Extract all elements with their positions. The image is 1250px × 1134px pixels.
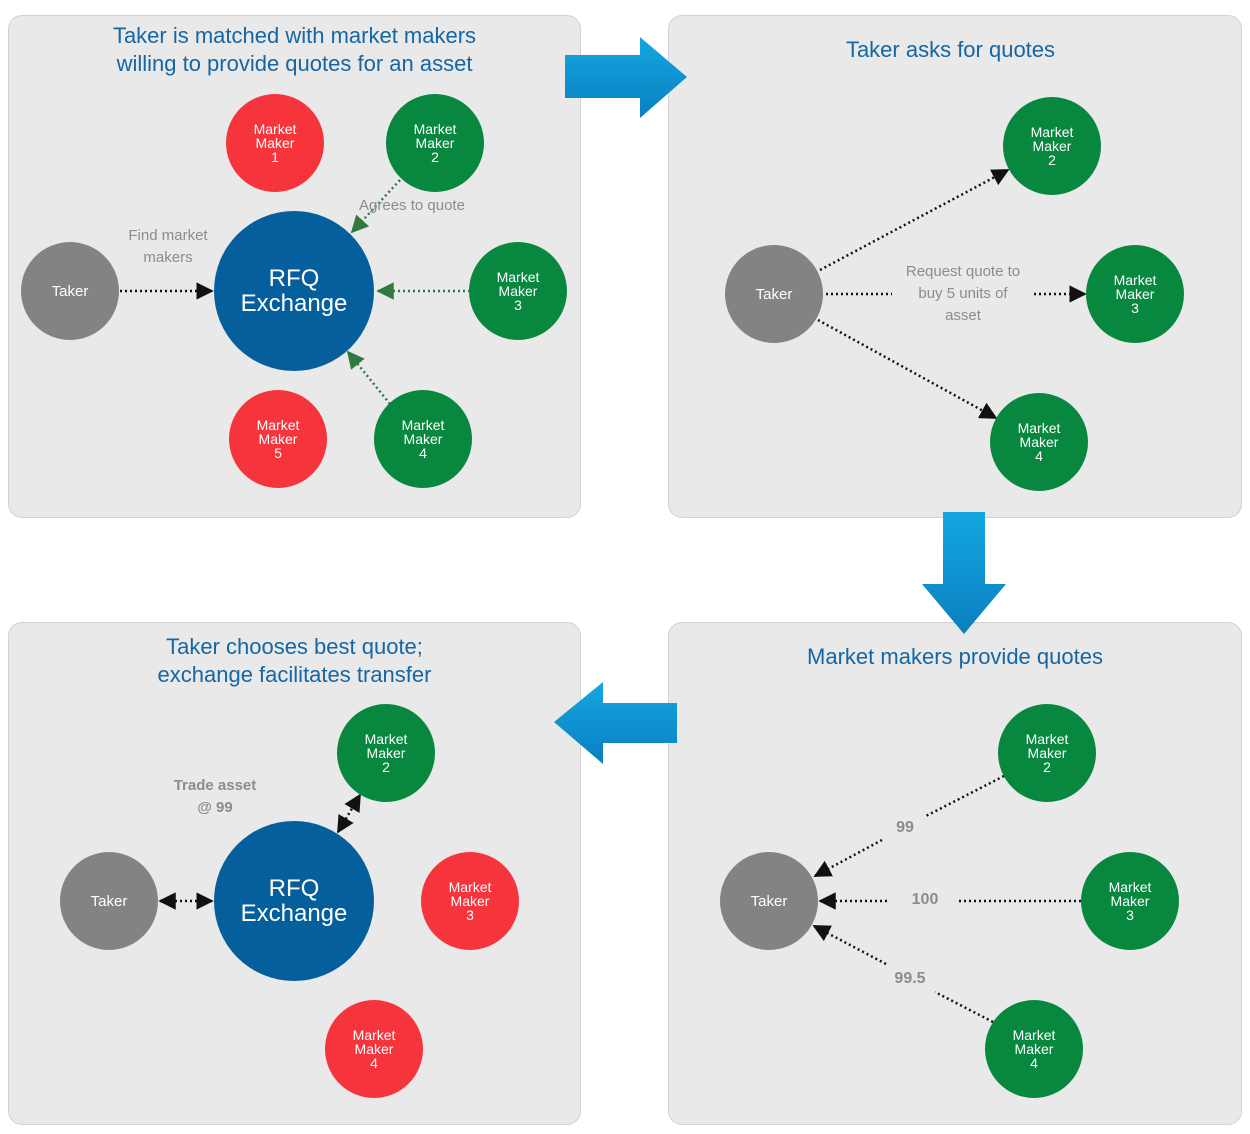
mm-line2: Maker: [255, 135, 295, 151]
step1-agrees-label: Agrees to quote: [359, 197, 465, 214]
step1-market-maker-5: Market Maker 5: [229, 390, 327, 488]
step4-market-maker-3: Market Maker 3: [421, 852, 519, 950]
step2-market-maker-3: Market Maker 3: [1086, 245, 1184, 343]
mm-line2: Maker: [258, 431, 298, 447]
mm-number: 3: [1126, 907, 1134, 923]
mm-line2: Maker: [366, 745, 406, 761]
request-line1: Request quote to: [905, 263, 1021, 280]
mm-number: 5: [274, 445, 282, 461]
step4-market-maker-4: Market Maker 4: [325, 1000, 423, 1098]
step3-quote-mm4: 99.5: [894, 970, 926, 987]
mm-line1: Market: [1012, 1027, 1056, 1043]
request-line2: buy 5 units of: [918, 285, 1008, 302]
step1-title-line1: Taker is matched with market makers: [112, 23, 477, 48]
step2-market-maker-2: Market Maker 2: [1003, 97, 1101, 195]
mm-number: 4: [419, 445, 427, 461]
step3-taker: Taker: [720, 852, 818, 950]
step2-request-label: Request quote to buy 5 units of asset: [888, 261, 1038, 327]
mm-line2: Maker: [1014, 1041, 1054, 1057]
step4-taker: Taker: [60, 852, 158, 950]
step1-market-maker-4: Market Maker 4: [374, 390, 472, 488]
step4-rfq-exchange: RFQ Exchange: [214, 821, 374, 981]
mm-line2: Maker: [1027, 745, 1067, 761]
step1-market-maker-3: Market Maker 3: [469, 242, 567, 340]
mm-number: 2: [431, 149, 439, 165]
step3-quote-mm2: 99: [896, 819, 914, 836]
step2-market-maker-4: Market Maker 4: [990, 393, 1088, 491]
mm-line2: Maker: [1110, 893, 1150, 909]
mm-line2: Maker: [1019, 434, 1059, 450]
mm-number: 2: [382, 759, 390, 775]
mm-number: 2: [1048, 152, 1056, 168]
mm-line1: Market: [401, 417, 445, 433]
mm-number: 2: [1043, 759, 1051, 775]
step1-title: Taker is matched with market makers will…: [8, 22, 581, 78]
mm-line1: Market: [496, 269, 540, 285]
step1-market-maker-2: Market Maker 2: [386, 94, 484, 192]
step1-rfq-exchange: RFQ Exchange: [214, 211, 374, 371]
rfq-line1: RFQ: [268, 265, 320, 292]
step1-market-maker-1: Market Maker 1: [226, 94, 324, 192]
step4-title-line2: exchange facilitates transfer: [157, 662, 432, 687]
mm-line1: Market: [1113, 272, 1157, 288]
mm-line2: Maker: [354, 1041, 394, 1057]
step2-title: Taker asks for quotes: [845, 37, 1056, 62]
mm-line2: Maker: [1115, 286, 1155, 302]
mm-line2: Maker: [1032, 138, 1072, 154]
mm-number: 4: [370, 1055, 378, 1071]
mm-number: 3: [1131, 300, 1139, 316]
find-line1: Find market: [128, 227, 208, 244]
mm-line1: Market: [1030, 124, 1074, 140]
flow-arrow-down: [922, 512, 1006, 634]
step4-title: Taker chooses best quote; exchange facil…: [8, 633, 581, 689]
mm-line1: Market: [256, 417, 300, 433]
mm-line1: Market: [364, 731, 408, 747]
trade-line1: Trade asset: [173, 777, 257, 794]
rfq-line2: Exchange: [240, 290, 348, 317]
mm-line1: Market: [413, 121, 457, 137]
step3-market-maker-4: Market Maker 4: [985, 1000, 1083, 1098]
mm-line2: Maker: [415, 135, 455, 151]
request-line3: asset: [945, 307, 981, 324]
mm-number: 3: [514, 297, 522, 313]
mm-line2: Maker: [498, 283, 538, 299]
mm-number: 4: [1030, 1055, 1038, 1071]
step4-trade-label: Trade asset @ 99: [150, 775, 280, 819]
step3-market-maker-2: Market Maker 2: [998, 704, 1096, 802]
mm-line1: Market: [352, 1027, 396, 1043]
mm-line1: Market: [1017, 420, 1061, 436]
step2-taker: Taker: [725, 245, 823, 343]
step3-title: Market makers provide quotes: [807, 644, 1103, 669]
step1-taker: Taker: [21, 242, 119, 340]
mm-line1: Market: [253, 121, 297, 137]
find-line2: makers: [143, 249, 193, 266]
mm-line1: Market: [448, 879, 492, 895]
mm-line2: Maker: [403, 431, 443, 447]
step1-title-line2: willing to provide quotes for an asset: [116, 51, 473, 76]
mm-line2: Maker: [450, 893, 490, 909]
rfq-line1: RFQ: [268, 875, 320, 902]
step4-market-maker-2: Market Maker 2: [337, 704, 435, 802]
rfq-line2: Exchange: [240, 900, 348, 927]
mm-number: 4: [1035, 448, 1043, 464]
step3-quote-mm3: 100: [911, 891, 939, 908]
mm-number: 1: [271, 149, 279, 165]
mm-number: 3: [466, 907, 474, 923]
step4-title-line1: Taker chooses best quote;: [166, 634, 423, 659]
step1-find-label: Find market makers: [108, 225, 228, 269]
mm-line1: Market: [1108, 879, 1152, 895]
step3-market-maker-3: Market Maker 3: [1081, 852, 1179, 950]
mm-line1: Market: [1025, 731, 1069, 747]
trade-line2: @ 99: [197, 799, 233, 816]
